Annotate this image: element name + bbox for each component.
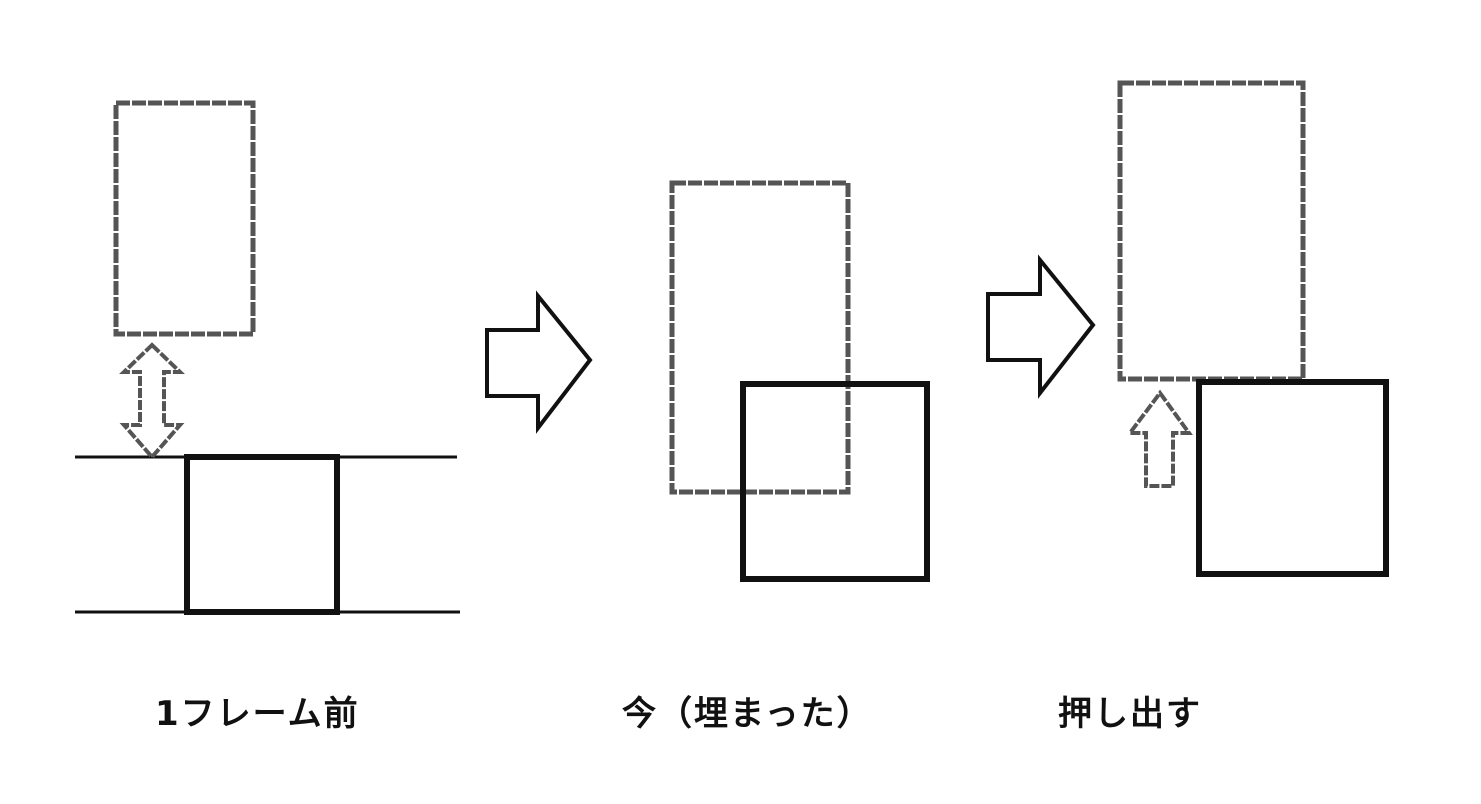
- panel-before: [75, 100, 460, 615]
- caption-push-out: 押し出す: [1058, 694, 1202, 734]
- ground-block: [740, 381, 930, 582]
- distance-double-arrow: [119, 342, 185, 461]
- transition-arrow-2: [986, 254, 1096, 399]
- falling-block: [113, 100, 256, 337]
- transition-arrow-1: [485, 290, 593, 434]
- panel-push-out: [1117, 80, 1389, 577]
- pushed-block: [1117, 80, 1306, 382]
- caption-one-frame-before: 1フレーム前: [155, 694, 360, 734]
- ground-block: [184, 454, 340, 615]
- caption-now-embedded: 今（埋まった）: [622, 694, 873, 734]
- panel-now: [669, 180, 930, 582]
- ground-block: [1196, 379, 1389, 577]
- embedded-block: [669, 180, 851, 495]
- push-up-arrow: [1126, 389, 1193, 488]
